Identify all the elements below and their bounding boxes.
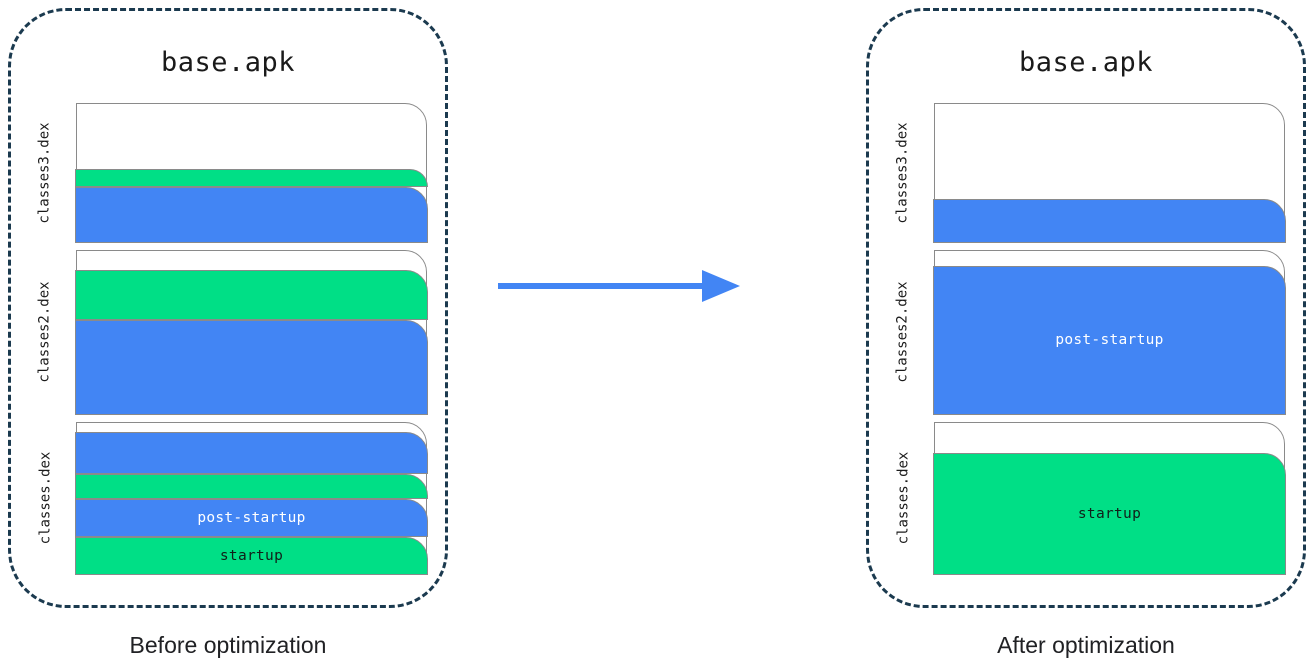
optimization-arrow <box>496 262 742 310</box>
arrow-right-icon <box>498 270 740 302</box>
dex-segment-holder <box>75 102 428 243</box>
dex-segment-startup: startup <box>933 452 1286 575</box>
dex-container <box>75 249 428 415</box>
dex-segment-holder <box>75 249 428 415</box>
dex-segment-post-startup <box>75 319 428 415</box>
dex-segment-startup <box>75 269 428 320</box>
dex-container: post-startup <box>933 249 1286 415</box>
dex-segment-startup: startup <box>75 536 428 575</box>
dex-segment-post-startup: post-startup <box>75 498 428 537</box>
dex-file-label: classes2.dex <box>32 250 58 414</box>
caption-after: After optimization <box>997 632 1175 658</box>
dex-row: classes2.dex post-startup <box>890 249 1286 415</box>
dex-segment-label: post-startup <box>197 509 306 526</box>
dex-segment-holder: post-startup <box>933 249 1286 415</box>
dex-file-label-text: classes3.dex <box>37 121 53 224</box>
dex-file-label-text: classes2.dex <box>895 281 911 383</box>
dex-segment-post-startup: post-startup <box>933 265 1286 415</box>
dex-segment-label: startup <box>1077 505 1142 522</box>
dex-segment-startup <box>75 168 428 187</box>
dex-file-label-text: classes3.dex <box>895 121 911 224</box>
dex-segment-label: post-startup <box>1055 332 1164 349</box>
dex-file-label-text: classes.dex <box>37 451 53 545</box>
dex-container: startup post-startup <box>75 421 428 575</box>
dex-segment-post-startup <box>75 431 428 474</box>
dex-row: classes3.dex <box>890 102 1286 243</box>
dex-segment-holder: startup post-startup <box>75 421 428 575</box>
dex-segment-holder: startup <box>933 421 1286 575</box>
caption-before: Before optimization <box>129 632 327 658</box>
apk-title-after: base.apk <box>1018 47 1154 78</box>
dex-container <box>75 102 428 243</box>
dex-row: classes3.dex <box>32 102 428 243</box>
dex-file-label: classes2.dex <box>890 250 916 414</box>
apk-panel-after: base.apk classes3.dex classes2.dex post-st… <box>866 8 1306 608</box>
dex-container: startup <box>933 421 1286 575</box>
dex-file-label: classes3.dex <box>890 103 916 242</box>
dex-row: classes2.dex <box>32 249 428 415</box>
dex-segment-label: startup <box>219 547 284 564</box>
dex-row: classes.dex startup post-startup <box>32 421 428 575</box>
dex-file-label: classes.dex <box>32 422 58 574</box>
dex-file-label-text: classes2.dex <box>37 281 53 383</box>
dex-segment-startup <box>75 473 428 499</box>
dex-container <box>933 102 1286 243</box>
apk-title-before: base.apk <box>160 47 296 78</box>
dex-row: classes.dex startup <box>890 421 1286 575</box>
dex-stack-before: classes3.dex classes2.dex classes.dex start… <box>32 102 428 575</box>
dex-file-label: classes3.dex <box>32 103 58 242</box>
dex-file-label: classes.dex <box>890 422 916 574</box>
dex-file-label-text: classes.dex <box>895 451 911 545</box>
dex-segment-holder <box>933 102 1286 243</box>
dex-segment-post-startup <box>933 198 1286 243</box>
dex-segment-post-startup <box>75 186 428 243</box>
